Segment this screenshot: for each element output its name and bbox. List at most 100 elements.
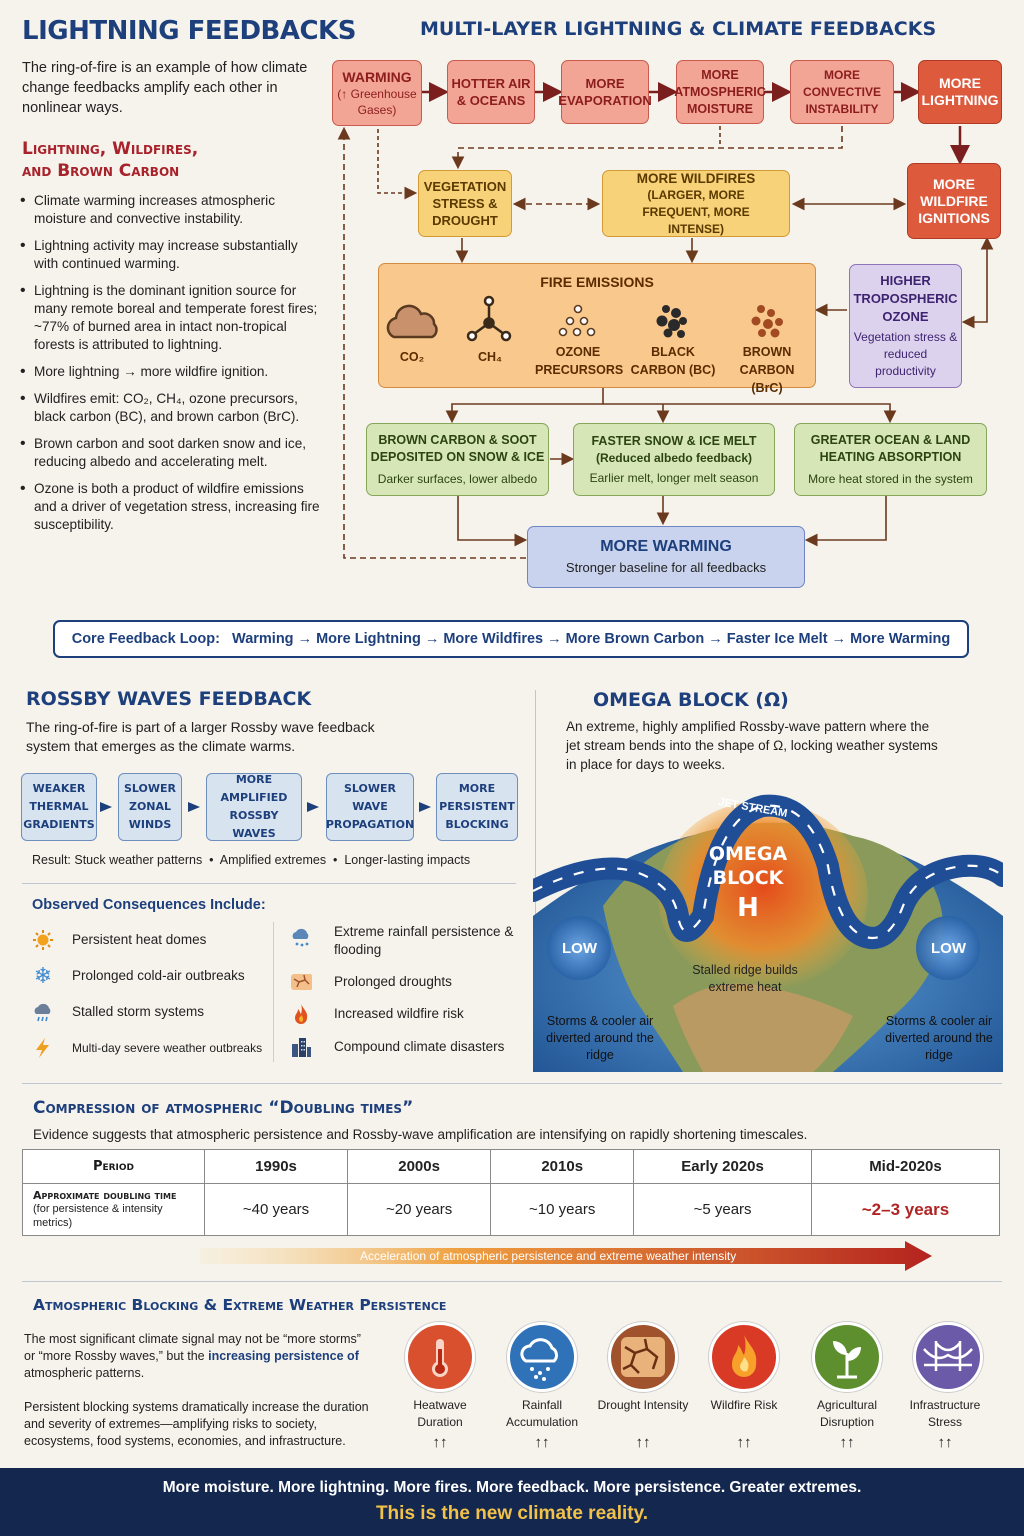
cracked-earth-icon [608, 1322, 678, 1392]
warming-sub: (↑ Greenhouse Gases) [337, 86, 417, 117]
rain-cloud-icon [290, 927, 312, 949]
low-label-right: LOW [931, 940, 966, 957]
snow-melt-title: FASTER SNOW & ICE MELT [591, 434, 757, 448]
bullet-item: Climate warming increases atmospheric mo… [20, 192, 320, 228]
low-pressure-right [916, 916, 980, 980]
left-subhead-line2: and Brown Carbon [22, 161, 180, 181]
wildfires-title: MORE WILDFIRES [636, 170, 756, 186]
impact-arrows: ↑↑ [736, 1434, 752, 1451]
consequence-label: Prolonged cold-air outbreaks [72, 968, 245, 983]
snowflake-icon: ❄ [33, 963, 53, 988]
impact-arrows: ↑↑ [534, 1434, 550, 1451]
brown-carbon-deposit-sub: Darker surfaces, lower albedo [377, 472, 538, 486]
table-header-row: Period 1990s 2000s 2010s Early 2020s Mid… [22, 1149, 1001, 1184]
ocean-heating-sub: More heat stored in the system [808, 472, 973, 486]
footer-banner: More moisture. More lightning. More fire… [0, 1468, 1024, 1536]
rossby-divider [22, 883, 516, 884]
consequence-severe-weather: Multi-day severe weather outbreaks [32, 1037, 262, 1059]
table-cell: Early 2020s [633, 1149, 812, 1184]
blocking-p1b: increasing persistence of [208, 1349, 359, 1363]
warming-box: WARMING (↑ Greenhouse Gases) [332, 60, 422, 126]
ozone-title: HIGHER TROPOSPHERIC OZONE [853, 273, 958, 324]
storms-caption-left: Storms & cooler air diverted around the … [546, 1014, 654, 1062]
fire-emissions-box: FIRE EMISSIONS [378, 263, 816, 388]
footer-line2: This is the new climate reality. [375, 1503, 649, 1524]
ignitions-box: MORE WILDFIRE IGNITIONS [907, 163, 1001, 239]
bullet-item: Lightning activity may increase substant… [20, 237, 320, 273]
section-divider-h2 [22, 1281, 1002, 1282]
acceleration-label: Acceleration of atmospheric persistence … [360, 1249, 737, 1263]
rossby-result: Result: Stuck weather patterns • Amplifi… [32, 853, 471, 867]
impact-arrows: ↑↑ [635, 1434, 651, 1451]
sun-icon [32, 929, 54, 951]
table-cell: 2000s [347, 1149, 492, 1184]
row-label: Approximate doubling time [33, 1189, 177, 1202]
left-subhead-line1: Lightning, Wildfires, [22, 139, 199, 159]
more-warming-box: MORE WARMING Stronger baseline for all f… [527, 526, 805, 588]
ocean-heating-box: GREATER OCEAN & LAND HEATING ABSORPTION … [794, 423, 987, 496]
moisture-box: MORE ATMOSPHERIC MOISTURE [674, 60, 766, 124]
thermometer-icon [405, 1322, 475, 1392]
bullet-item: More lightning → more wildfire ignition. [20, 363, 320, 381]
consequence-label: Compound climate disasters [334, 1039, 505, 1054]
black-carbon-icon [656, 305, 687, 338]
ozone-sub: Vegetation stress & reduced productivity [853, 330, 958, 378]
rossby-step-thermal: WEAKER THERMAL GRADIENTS [21, 773, 97, 841]
impact-arrows: ↑↑ [937, 1434, 953, 1451]
high-pressure-label: H [737, 893, 759, 923]
acceleration-arrow [200, 1241, 932, 1271]
low-label-left: LOW [562, 940, 597, 957]
doubling-title: Compression of atmospheric “Doubling tim… [33, 1098, 414, 1118]
consequence-wildfire-risk: Increased wildfire risk [290, 1003, 464, 1025]
impact-arrows: ↑↑ [839, 1434, 855, 1451]
left-bullet-list: Climate warming increases atmospheric mo… [20, 192, 320, 543]
doubling-table: Period 1990s 2000s 2010s Early 2020s Mid… [22, 1149, 1001, 1236]
row-sublabel: (for persistence & intensity metrics) [33, 1203, 163, 1229]
ridge-caption: Stalled ridge builds extreme heat [692, 963, 798, 994]
impact-label-agriculture: Agricultural Disruption [816, 1398, 878, 1429]
more-warming-sub: Stronger baseline for all feedbacks [565, 560, 767, 575]
emission-label-ozone: OZONE PRECURSORS [535, 345, 624, 377]
consequence-label: Increased wildfire risk [334, 1006, 464, 1021]
consequence-heat-domes: Persistent heat domes [32, 929, 206, 951]
table-cell: 2010s [490, 1149, 635, 1184]
warming-title: WARMING [342, 68, 412, 85]
blocking-p2: Persistent blocking systems dramatically… [24, 1400, 369, 1448]
rain-cloud-icon [507, 1322, 577, 1392]
consequence-label: Persistent heat domes [72, 932, 207, 947]
table-cell: ~2–3 years [810, 1183, 1001, 1236]
lightning-bolt-icon [32, 1037, 54, 1059]
omega-desc: An extreme, highly amplified Rossby-wave… [566, 719, 938, 772]
consequence-droughts: Prolonged droughts [290, 971, 452, 993]
consequence-compound: Compound climate disasters [290, 1036, 504, 1058]
table-cell: ~10 years [490, 1183, 635, 1236]
rossby-step-amplified: MORE AMPLIFIED ROSSBY WAVES [206, 773, 302, 841]
low-pressure-left [547, 916, 611, 980]
consequences-title: Observed Consequences Include: [32, 897, 266, 913]
omega-block-line2: BLOCK [712, 867, 784, 889]
wildfires-sub: (LARGER, MORE FREQUENT, MORE INTENSE) [642, 187, 750, 236]
table-cell: Period [22, 1149, 205, 1184]
blocking-p1a: The most significant climate signal may … [24, 1332, 361, 1363]
emission-label-brc: BROWN CARBON (BrC) [739, 345, 795, 395]
omega-globe-map [533, 794, 1003, 1072]
flow-title: MULTI-LAYER LIGHTNING & CLIMATE FEEDBACK… [420, 18, 937, 40]
impact-label-rainfall: Rainfall Accumulation [505, 1398, 579, 1429]
rossby-step-blocking: MORE PERSISTENT BLOCKING [436, 773, 518, 841]
bullet-item: Ozone is both a product of wildfire emis… [20, 480, 320, 534]
bridge-icon [913, 1322, 983, 1392]
table-cell: Mid-2020s [810, 1149, 1001, 1184]
brown-carbon-icon [751, 305, 783, 338]
left-intro: The ring-of-fire is an example of how cl… [22, 60, 308, 116]
table-cell: ~5 years [633, 1183, 812, 1236]
brown-carbon-deposit-box: BROWN CARBON & SOOT DEPOSITED ON SNOW & … [366, 423, 549, 496]
sprout-icon [812, 1322, 882, 1392]
convective-box: MORE CONVECTIVE INSTABILITY [790, 60, 894, 124]
vegetation-box: VEGETATION STRESS & DROUGHT [418, 170, 512, 237]
left-subhead: Lightning, Wildfires, and Brown Carbon [22, 138, 198, 182]
impact-label-wildfire: Wildfire Risk [710, 1398, 778, 1412]
rossby-title: ROSSBY WAVES FEEDBACK [26, 688, 312, 710]
blocking-title: Atmospheric Blocking & Extreme Weather P… [33, 1296, 447, 1314]
snow-melt-mid: (Reduced albedo feedback) [595, 451, 753, 465]
bullet-item: Lightning is the dominant ignition sourc… [20, 282, 320, 354]
